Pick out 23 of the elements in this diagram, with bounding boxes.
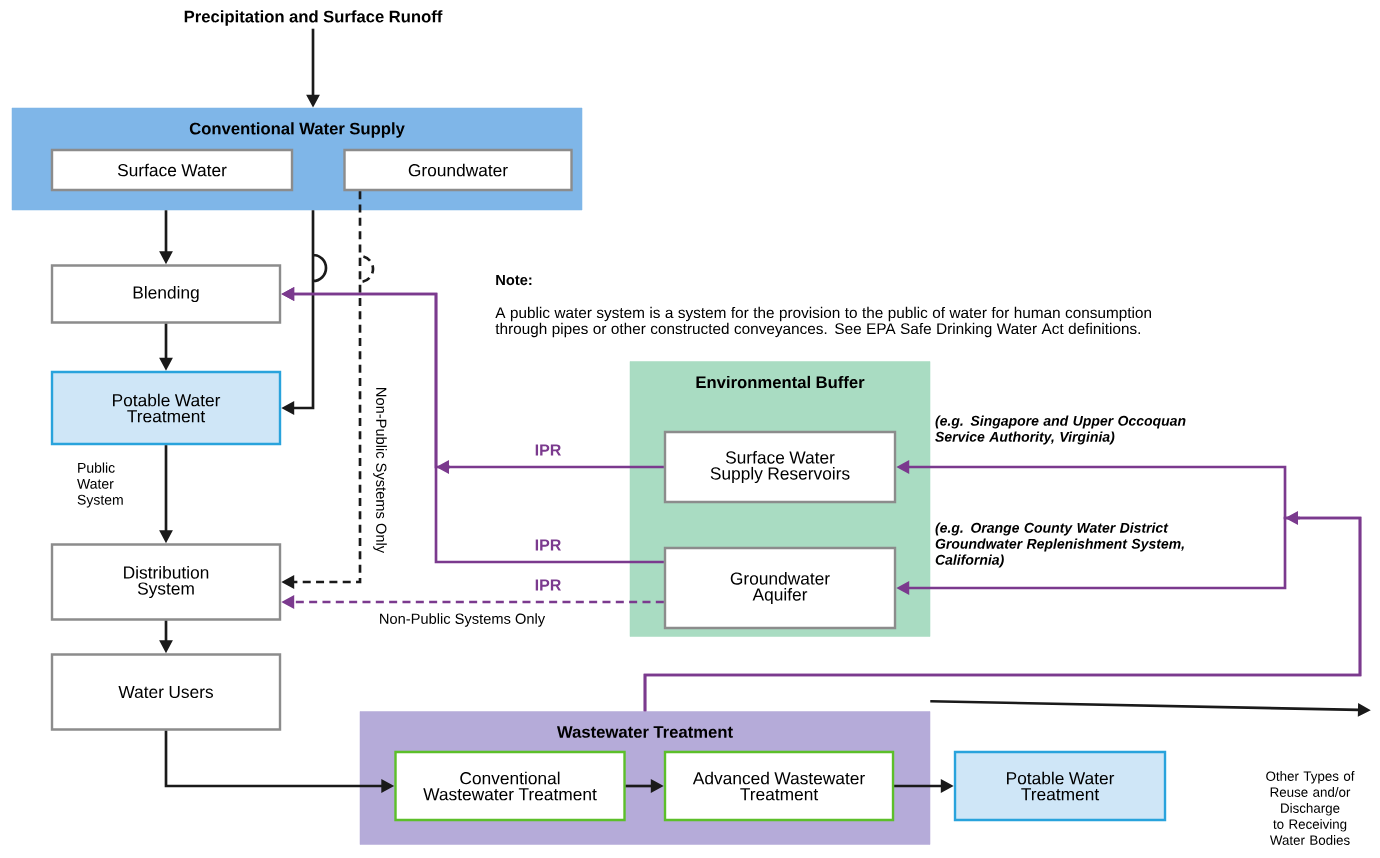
process-box: Groundwater <box>343 148 573 192</box>
text-label: Other Types of Reuse and/or Discharge to Receiving Water Bodies <box>1266 771 1355 845</box>
process-box: Advanced Wastewater Treatment <box>663 750 895 822</box>
arrow <box>643 516 1362 712</box>
process-box: Distribution System <box>50 543 282 621</box>
process-box: Potable Water Treatment <box>953 750 1167 822</box>
process-box: Groundwater Aquifer <box>663 546 897 630</box>
process-box: Surface Water Supply Reservoirs <box>663 430 897 504</box>
process-box: Conventional Wastewater Treatment <box>394 750 626 822</box>
edge-label: IPR <box>535 539 561 551</box>
text-label: Non-Public Systems Only <box>380 613 546 627</box>
edge-label: IPR <box>535 579 561 591</box>
text-label: Precipitation and Surface Runoff <box>184 10 443 26</box>
process-box: Potable Water Treatment <box>50 370 282 446</box>
process-box: Blending <box>50 264 282 324</box>
note-heading: Note: <box>496 274 532 286</box>
process-box: Water Users <box>50 653 282 731</box>
edge-label: Public Water System <box>77 462 123 508</box>
edge-label: (e.g. Singapore and Upper Occoquan Service Authority, Virginia) <box>935 415 1186 445</box>
process-box: Surface Water <box>50 148 294 192</box>
edge-label: IPR <box>535 444 561 456</box>
note-text: A public water system is a system for the provision to the public of water for human consumption through pipes or other constructed conveyances. See EPA Safe Drinking Water Act definitions. <box>495 306 1151 338</box>
edge-label: (e.g. Orange County Water District Groundwater Replenishment System, California) <box>935 522 1184 568</box>
